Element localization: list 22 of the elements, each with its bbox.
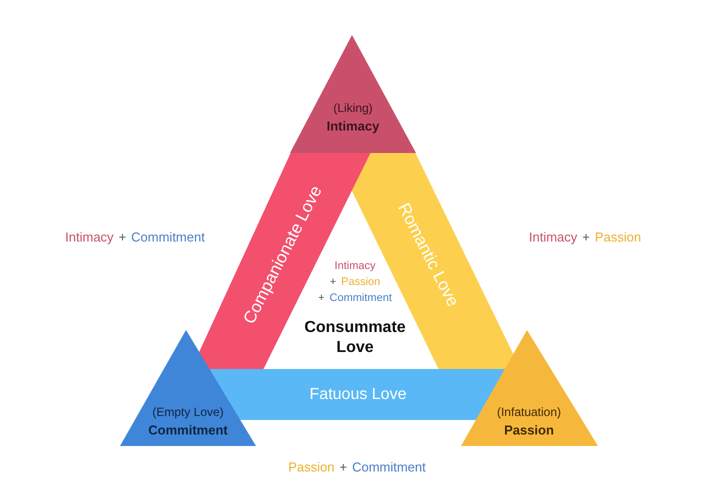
corner-label: (Empty Love) bbox=[152, 405, 224, 419]
formula-text: + bbox=[118, 230, 126, 244]
formula-text: Passion bbox=[288, 460, 334, 474]
corner-label: (Liking) bbox=[333, 101, 373, 115]
formula-text: Intimacy bbox=[334, 260, 376, 272]
formula-text: + bbox=[318, 292, 325, 304]
formula-text: + bbox=[339, 460, 348, 474]
band-label: Fatuous Love bbox=[310, 386, 406, 404]
corner-label: Commitment bbox=[148, 422, 228, 438]
formula-text: + bbox=[330, 276, 336, 288]
formula-text: Commitment bbox=[330, 292, 392, 304]
formula-text: + bbox=[582, 230, 590, 244]
formula-text: Passion bbox=[594, 230, 642, 244]
corner-label: Intimacy bbox=[326, 118, 380, 134]
formula-text: Commitment bbox=[131, 230, 205, 244]
formula-text: Intimacy bbox=[528, 230, 578, 244]
corner-label: Passion bbox=[504, 422, 554, 438]
formula-text: Passion bbox=[341, 276, 380, 288]
center-title: Consummate Love bbox=[303, 318, 407, 358]
formula-text: Intimacy bbox=[65, 230, 114, 244]
corner-label: (Infatuation) bbox=[496, 405, 562, 419]
formula-text: Commitment bbox=[352, 460, 426, 474]
